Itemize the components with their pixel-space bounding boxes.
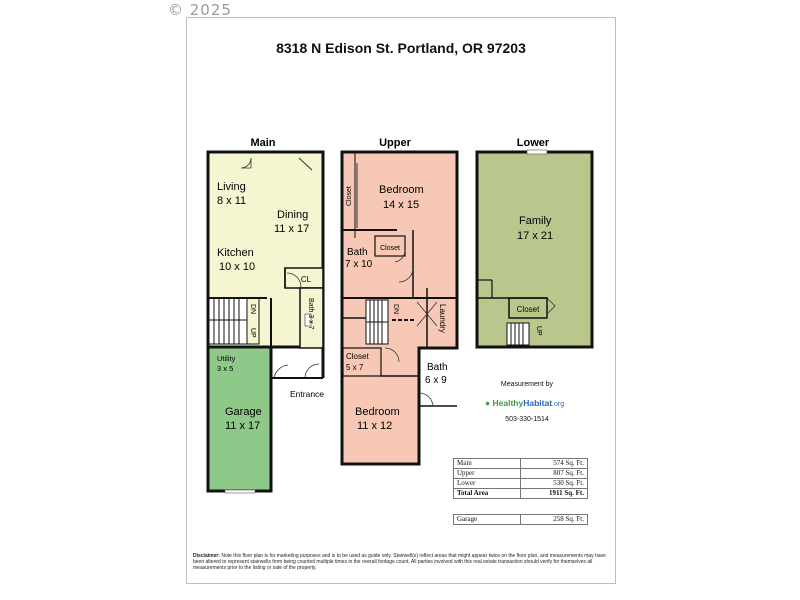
table-row: Upper 807 Sq. Ft. (453, 468, 588, 479)
area-summary-table: Main 574 Sq. Ft. Upper 807 Sq. Ft. Lower… (453, 458, 588, 499)
property-address-title: 8318 N Edison St. Portland, OR 97203 (276, 40, 526, 56)
area-name: Main (453, 458, 521, 469)
bath2-label: Bath (427, 362, 448, 373)
level-heading-main: Main (250, 137, 275, 149)
upper-closet-label: Closet (380, 245, 400, 252)
area-name: Upper (453, 468, 521, 479)
utility-label: Utility (217, 354, 236, 363)
lower-floor-plan: Family 17 x 21 Closet UP (475, 149, 594, 349)
garage-area-name: Garage (453, 514, 521, 525)
upper-stairs-down: DN (392, 304, 399, 314)
area-name: Lower (453, 478, 521, 489)
area-value: 807 Sq. Ft. (520, 468, 588, 479)
family-label: Family (519, 215, 552, 227)
main-closet-label: CL (301, 275, 312, 284)
lower-stairs (506, 322, 530, 346)
floor-plan-drawing: Main Upper Lower (206, 137, 594, 494)
table-row: Lower 530 Sq. Ft. (453, 478, 588, 489)
table-row: Main 574 Sq. Ft. (453, 458, 588, 469)
bath-upper-size: 7 x 10 (345, 259, 373, 270)
upper-closet-box (374, 235, 406, 257)
disclaimer: Disclaimer: Note this floor plan is for … (193, 553, 608, 572)
main-stairs-up: UP (249, 328, 256, 338)
laundry-label: Laundry (438, 304, 447, 333)
family-size: 17 x 21 (517, 230, 553, 242)
dining-size: 11 x 17 (274, 223, 309, 235)
utility-size: 3 x 5 (217, 364, 233, 373)
bath2-size: 6 x 9 (425, 375, 447, 386)
globe-icon: ● (485, 398, 491, 408)
total-area-name: Total Area (453, 488, 521, 499)
healthy-habitat-logo: ● HealthyHabitat.org (485, 398, 564, 408)
kitchen-size: 10 x 10 (219, 261, 255, 273)
main-bath-label: Bath 3 x 7 (307, 298, 314, 330)
bedroom1-size: 14 x 15 (383, 199, 419, 211)
upper-stairs (365, 299, 389, 345)
total-area-value: 1911 Sq. Ft. (520, 488, 588, 499)
table-row: Garage 258 Sq. Ft. (453, 514, 588, 525)
area-value: 574 Sq. Ft. (520, 458, 588, 469)
brand-habitat: Habitat (523, 398, 553, 408)
living-size: 8 x 11 (217, 195, 246, 207)
bedroom2-label: Bedroom (355, 406, 400, 418)
brand-domain: .org (552, 401, 565, 408)
measurement-label: Measurement by (500, 381, 554, 388)
garage-area-value: 258 Sq. Ft. (520, 514, 588, 525)
disclaimer-text: Note this floor plan is for marketing pu… (193, 553, 606, 572)
copyright-watermark: © 2025 (168, 1, 232, 19)
measurement-phone: 503-330-1514 (505, 416, 549, 423)
dining-label: Dining (277, 209, 308, 221)
garage-size: 11 x 17 (225, 420, 260, 432)
garage-fill (206, 345, 273, 493)
closet2-size: 5 x 7 (346, 363, 364, 372)
bedroom1-label: Bedroom (379, 184, 424, 196)
bath-upper-label: Bath (347, 247, 368, 258)
entrance-label: Entrance (290, 389, 324, 399)
level-heading-lower: Lower (517, 137, 550, 149)
floor-plan-sheet: 8318 N Edison St. Portland, OR 97203 Mai… (186, 17, 616, 584)
lower-stairs-up: UP (535, 326, 542, 336)
upper-closet2-box (342, 347, 382, 377)
disclaimer-label: Disclaimer: (193, 553, 220, 559)
level-heading-upper: Upper (379, 137, 412, 149)
table-row-total: Total Area 1911 Sq. Ft. (453, 488, 588, 499)
bedroom2-size: 11 x 12 (357, 420, 392, 432)
main-floor-plan: Living 8 x 11 Dining 11 x 17 Kitchen 10 … (206, 150, 325, 494)
closet2-label: Closet (346, 352, 369, 361)
garage-area-table: Garage 258 Sq. Ft. (453, 514, 588, 525)
main-bath-box (299, 287, 324, 349)
lower-closet-label: Closet (517, 305, 540, 314)
upper-closet-vertical-label: Closet (346, 186, 353, 206)
main-stairs-down: DN (249, 304, 256, 314)
brand-healthy: Healthy (492, 398, 524, 408)
living-label: Living (217, 181, 246, 193)
area-value: 530 Sq. Ft. (520, 478, 588, 489)
upper-floor-plan: Bedroom 14 x 15 Closet Bath 7 x 10 Close… (340, 150, 459, 466)
garage-label: Garage (225, 406, 262, 418)
kitchen-label: Kitchen (217, 247, 254, 259)
